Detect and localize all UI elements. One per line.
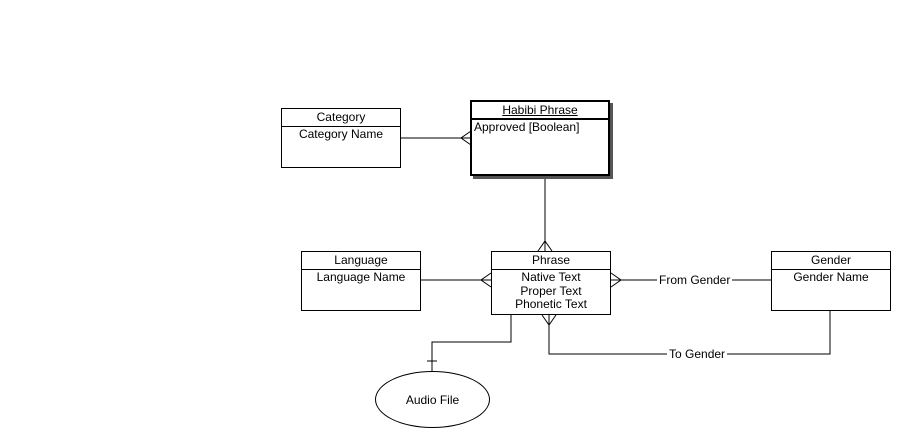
connector-phrase-audio <box>431 315 512 371</box>
relationship-label-to-gender: To Gender <box>667 347 728 361</box>
crowfoot-phrase-language <box>480 272 492 288</box>
entity-title: Phrase <box>492 252 610 270</box>
entity-attribute: Category Name <box>298 127 384 141</box>
entity-title: Habibi Phrase <box>472 102 608 120</box>
entity-habibi-phrase[interactable]: Habibi Phrase Approved [Boolean] <box>470 100 610 176</box>
entity-title: Audio File <box>405 392 460 407</box>
entity-attribute: Approved [Boolean] <box>474 120 580 134</box>
entity-attribute: Native Text <box>521 270 581 284</box>
crowfoot-habibi-category <box>460 130 472 146</box>
entity-title: Language <box>302 252 420 270</box>
relationship-label-from-gender: From Gender <box>657 273 733 287</box>
entity-title: Gender <box>772 252 890 270</box>
entity-audio-file[interactable]: Audio File <box>375 371 490 428</box>
entity-attribute: Gender Name <box>793 270 869 284</box>
crowfoot-phrase-from-gender <box>610 272 622 288</box>
entity-category[interactable]: Category Category Name <box>281 108 401 168</box>
entity-title: Category <box>282 109 400 127</box>
entity-attribute: Proper Text <box>520 283 582 298</box>
entity-attribute: Phonetic Text <box>515 297 587 311</box>
entity-phrase[interactable]: Phrase Native Text Proper Text Phonetic … <box>491 251 611 315</box>
entity-gender[interactable]: Gender Gender Name <box>771 251 891 311</box>
entity-language[interactable]: Language Language Name <box>301 251 421 311</box>
entity-attribute: Language Name <box>316 270 406 284</box>
crowfoot-phrase-habibi <box>537 240 553 252</box>
crowfoot-phrase-to-gender <box>541 314 557 326</box>
